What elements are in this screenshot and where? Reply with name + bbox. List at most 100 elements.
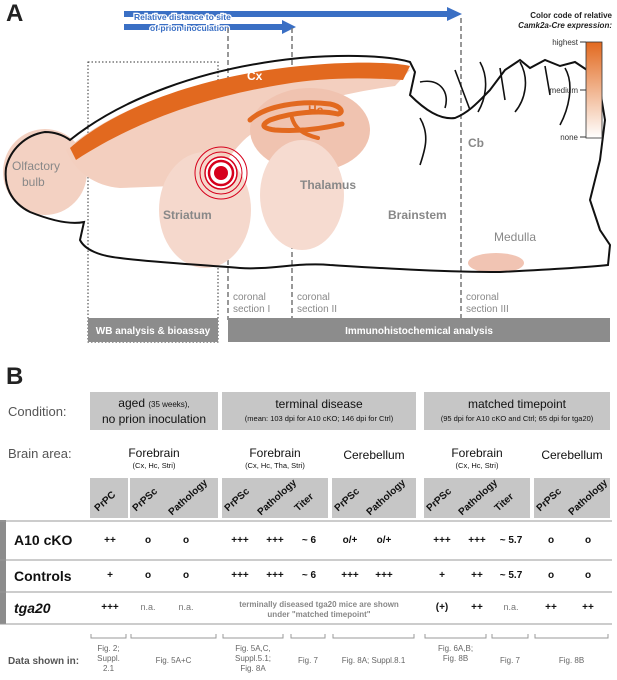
svg-text:WB analysis & bioassay: WB analysis & bioassay (96, 326, 211, 337)
footnote: Fig. 8B (535, 656, 608, 666)
footnote-line: Fig. 8A (240, 664, 266, 673)
table-cell: +++ (231, 570, 249, 581)
area-1-sub: (Cx, Hc, Stri) (132, 461, 176, 470)
table-cell: ~ 6 (301, 535, 317, 546)
data-shown-label: Data shown in: (8, 656, 80, 667)
col-header-box-3 (222, 478, 328, 518)
footnote: Fig. 2;Suppl.2.1 (91, 644, 126, 674)
wb-analysis-bar (88, 318, 218, 342)
table-cell: +++ (101, 602, 119, 613)
legend-none: none (560, 133, 578, 142)
condition-matched-sub: (95 dpi for A10 cKO and Ctrl; 65 dpi for… (440, 414, 594, 423)
ihc-analysis-bar (228, 318, 610, 342)
legend-title-1: Color code of relative (530, 11, 612, 20)
footnote-line: Fig. 7 (297, 656, 318, 665)
table-cell: o (584, 535, 592, 546)
brainstem-label: Brainstem (388, 208, 447, 222)
condition-matched-title: matched timepoint (467, 397, 567, 411)
footnote: Fig. 5A+C (131, 656, 216, 666)
section-3-line2: section III (466, 304, 509, 315)
footnote-line: Fig. 8B (558, 656, 585, 665)
table-cell: n.a. (140, 602, 156, 612)
section-1-line1: coronal (233, 292, 266, 303)
table-cell: + (439, 570, 445, 581)
table-cell: +++ (375, 570, 393, 581)
brain-diagram: Relative distance to site of prion inocu… (3, 7, 613, 343)
table-cell: n.a. (178, 602, 194, 612)
table-cell: (+) (435, 602, 449, 613)
col-header-box-4 (332, 478, 416, 518)
olfactory-label-2: bulb (22, 175, 45, 189)
col-header-box-2 (130, 478, 218, 518)
area-2-sub: (Cx, Hc, Tha, Stri) (245, 461, 305, 470)
striatum-label: Striatum (163, 208, 212, 222)
footnote: Fig. 5A,C,Suppl.5.1;Fig. 8A (223, 644, 283, 674)
legend-medium: medium (550, 86, 579, 95)
panel-b-letter: B (6, 363, 24, 390)
footnote-line: Fig. 8B (442, 654, 469, 663)
legend-highest: highest (552, 38, 579, 47)
olfactory-bulb-fill (3, 129, 87, 215)
footnote-line: Suppl. (97, 654, 120, 663)
legend-title-2: Camk2a-Cre expression: (518, 21, 612, 30)
tga20-note-1: terminally diseased tga20 mice are shown (239, 600, 399, 609)
footnote-line: Fig. 5A+C (155, 656, 192, 665)
table-cell: +++ (266, 535, 284, 546)
table-cell: o (547, 570, 555, 581)
table-cell: ++ (104, 535, 116, 546)
row-label-tga20: tga20 (14, 600, 51, 616)
footnote-line: Fig. 6A,B; (437, 644, 474, 653)
col-header-box-6 (534, 478, 610, 518)
condition-box-matched (424, 392, 610, 430)
table-cell: o (144, 535, 152, 546)
row-label-a10: A10 cKO (14, 532, 73, 548)
cb-label: Cb (468, 136, 484, 150)
thalamus-label: Thalamus (300, 178, 356, 192)
footnote-line: Fig. 2; (97, 644, 120, 653)
table-cell: ~ 6 (301, 570, 317, 581)
table-cell: o (182, 570, 190, 581)
footnote: Fig. 8A; Suppl.8.1 (333, 656, 414, 666)
table-cell: + (107, 570, 113, 581)
brain-area-label: Brain area: (8, 446, 72, 461)
table-cell: +++ (468, 535, 486, 546)
table-cell: o (144, 570, 152, 581)
condition-aged-title: aged (35 weeks), no prion inoculation (101, 396, 207, 426)
table-cell: o (547, 535, 555, 546)
brain-outline (4, 54, 612, 274)
row-label-controls: Controls (14, 568, 72, 584)
section-2-line2: section II (297, 304, 337, 315)
table-cell: o/+ (376, 535, 392, 546)
condition-box-terminal (222, 392, 416, 430)
cx-label: Cx (247, 69, 263, 83)
medulla-label: Medulla (494, 230, 536, 244)
area-2-name: Forebrain (249, 446, 301, 460)
area-4-sub: (Cx, Hc, Stri) (455, 461, 499, 470)
footnote: Fig. 7 (291, 656, 325, 666)
hc-label: Hc (308, 103, 324, 117)
table-cell: +++ (341, 570, 359, 581)
footnote-line: Fig. 5A,C, (235, 644, 271, 653)
section-3-line1: coronal (466, 292, 499, 303)
condition-terminal-title: terminal disease (275, 397, 363, 411)
condition-label: Condition: (8, 404, 67, 419)
area-3-name: Cerebellum (343, 448, 405, 462)
table-cell: o (584, 570, 592, 581)
medulla-fill (468, 253, 524, 273)
section-2-line1: coronal (297, 292, 330, 303)
area-5-name: Cerebellum (541, 448, 603, 462)
table-cell: ~ 5.7 (499, 535, 523, 546)
footnote-line: Suppl.5.1; (234, 654, 272, 663)
condition-terminal-sub: (mean: 103 dpi for A10 cKO; 146 dpi for … (244, 414, 394, 423)
section-1-line2: section I (233, 304, 270, 315)
table-cell: n.a. (503, 602, 519, 612)
olfactory-label-1: Olfactory (12, 159, 60, 173)
footnote-line: Fig. 7 (499, 656, 520, 665)
inoculation-target-icon (194, 146, 248, 200)
thalamus-fill (260, 140, 344, 250)
table-cell: ++ (471, 570, 483, 581)
col-header-box-5 (424, 478, 530, 518)
table-cell: ++ (471, 602, 483, 613)
area-1-name: Forebrain (128, 446, 180, 460)
